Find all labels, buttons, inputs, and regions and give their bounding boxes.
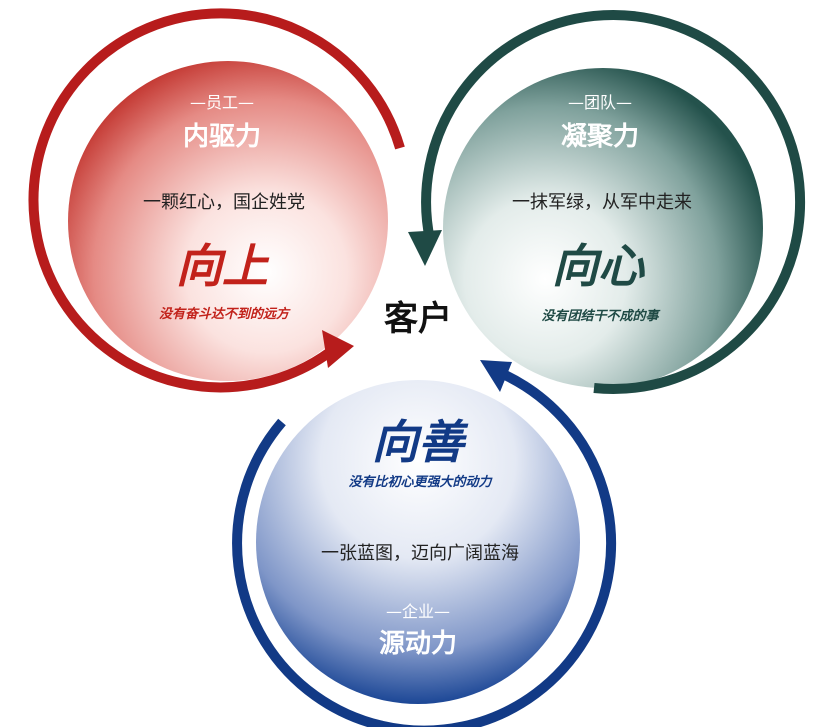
enterprise-tagline: 没有比初心更强大的动力 [348, 474, 493, 490]
team-motto: 向心 [552, 239, 646, 293]
employee-ring-arc [28, 8, 405, 393]
employee-arrowhead [322, 330, 354, 368]
enterprise-arrowhead [480, 360, 512, 392]
employee-motto: 向上 [176, 239, 270, 293]
employee-tag: —员工— [190, 93, 254, 112]
enterprise-tag: —企业— [386, 602, 450, 621]
team-arrowhead [408, 230, 442, 266]
employee-title: 内驱力 [183, 122, 261, 152]
enterprise-circle [256, 380, 580, 704]
employee-circle [68, 61, 388, 381]
team-ring-arc [421, 10, 806, 394]
team-circle [443, 68, 763, 388]
team-tag: —团队— [568, 93, 632, 112]
center-label: 客户 [384, 299, 452, 339]
team-slogan: 一抹军绿，从军中走来 [512, 192, 692, 213]
enterprise-slogan: 一张蓝图，迈向广阔蓝海 [321, 543, 519, 564]
employee-tagline: 没有奋斗达不到的远方 [159, 306, 291, 322]
team-title: 凝聚力 [561, 122, 639, 152]
team-tagline: 没有团结干不成的事 [541, 308, 660, 324]
enterprise-motto: 向善 [372, 415, 469, 469]
enterprise-title: 源动力 [379, 629, 457, 659]
employee-slogan: 一颗红心，国企姓党 [143, 192, 305, 213]
